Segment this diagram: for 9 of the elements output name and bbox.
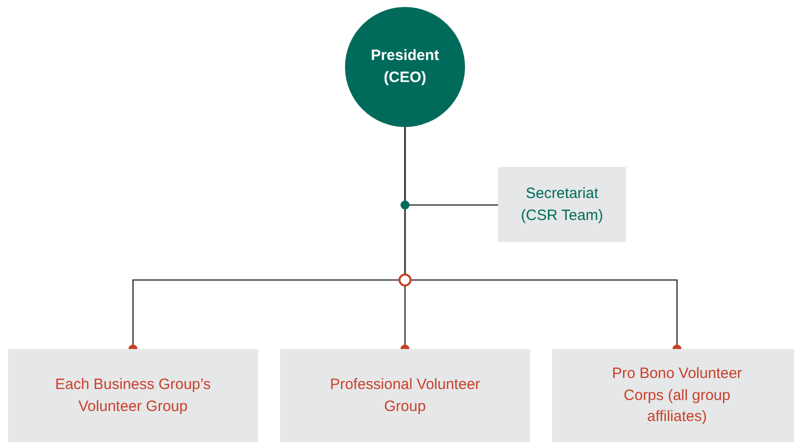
unit-box [280, 349, 530, 442]
node-label: President (CEO) [370, 46, 440, 88]
node-label: Pro Bono Volunteer Corps (all group affiliates) [610, 364, 744, 428]
unit-box [552, 349, 794, 442]
node-label: Secretariat (CSR Team) [520, 184, 604, 226]
node-label: Professional Volunteer Group [328, 374, 482, 416]
node-label: Each Business Group’s Volunteer Group [54, 374, 212, 416]
unit-box [498, 167, 626, 242]
unit-box [8, 349, 258, 442]
